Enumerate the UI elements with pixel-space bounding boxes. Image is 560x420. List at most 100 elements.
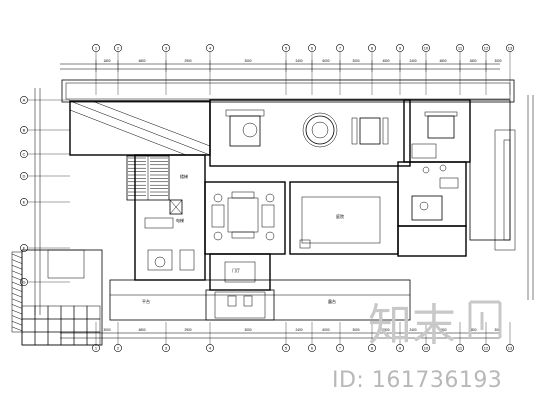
grid-bubble-bottom (206, 344, 214, 352)
grid-axes-left: A B C D E F G (20, 96, 70, 286)
watermark-logo-text: 知末 (368, 300, 456, 351)
grid-bubble-left (20, 96, 28, 104)
grid-label-bottom: 5 (285, 346, 288, 351)
grid-label-left: C (23, 152, 26, 157)
grid-label-left: A (23, 98, 26, 103)
grid-label-left: B (23, 128, 26, 133)
grid-bubble-top (482, 44, 490, 52)
grid-bubble-bottom (368, 344, 376, 352)
watermark-id: ID: 161736193 (332, 368, 503, 393)
dim-top-text: 4500 (382, 59, 389, 63)
dim-top-text: 3000 (352, 59, 359, 63)
dim-bottom-text: 1800 (469, 328, 476, 332)
grid-bubble-top (336, 44, 344, 52)
grid-label-top: 9 (399, 46, 402, 51)
stair-treads (128, 156, 168, 200)
grid-label-top: 11 (458, 46, 463, 51)
grid-label-top: 8 (371, 46, 374, 51)
dim-bottom-text: 4800 (439, 328, 446, 332)
grid-label-left: F (23, 246, 26, 251)
watermark-logo: 知末 (368, 300, 502, 351)
grid-bubble-top (422, 44, 430, 52)
dim-top-text: 3000 (244, 59, 251, 63)
dim-bottom-text: 2400 (409, 328, 416, 332)
label-north-terrace: 露台 (328, 298, 336, 304)
grid-label-bottom: 12 (484, 346, 489, 351)
grid-label-bottom: 2 (117, 346, 120, 351)
grid-bubble-top (456, 44, 464, 52)
grid-label-top: 5 (285, 46, 288, 51)
grid-bubble-bottom (456, 344, 464, 352)
grid-bubble-top (506, 44, 514, 52)
dim-bottom-text: 3000 (494, 328, 501, 332)
grid-bubble-bottom (308, 344, 316, 352)
grid-label-bottom: 10 (424, 346, 429, 351)
grid-label-top: 10 (424, 46, 429, 51)
grid-bubble-bottom (396, 344, 404, 352)
grid-bubble-bottom (336, 344, 344, 352)
grid-bubble-left (20, 172, 28, 180)
grid-label-top: 2 (117, 46, 120, 51)
dim-top-text: 4800 (138, 59, 145, 63)
grid-bubble-bottom (282, 344, 290, 352)
grid-label-left: D (23, 174, 26, 179)
furniture (144, 109, 459, 307)
grid-bubble-left (20, 126, 28, 134)
grid-label-bottom: 4 (209, 346, 212, 351)
grid-bubble-left (20, 198, 28, 206)
dim-top-text: 2900 (184, 59, 191, 63)
grid-bubble-top (92, 44, 100, 52)
label-courtyard: 庭院 (336, 213, 344, 219)
grid-label-bottom: 11 (458, 346, 463, 351)
dim-bottom-text: 4800 (138, 328, 145, 332)
grid-label-top: 3 (165, 46, 168, 51)
dim-bottom-text: 3000 (352, 328, 359, 332)
dim-top-text: 6000 (322, 59, 329, 63)
grid-bubble-top (162, 44, 170, 52)
grid-bubble-bottom (482, 344, 490, 352)
tile-grid (21, 305, 101, 346)
label-lift: 电梯 (176, 217, 184, 223)
grid-label-bottom: 6 (311, 346, 314, 351)
grid-bubble-bottom (506, 344, 514, 352)
grid-label-top: 1 (95, 46, 98, 51)
grid-label-bottom: 1 (95, 346, 98, 351)
dimension-text-top: 1800 4800 2900 3000 2400 6000 3000 4500 2400 4800… (95, 59, 502, 72)
grid-label-top: 7 (339, 46, 342, 51)
hatch-strip (11, 251, 23, 333)
dim-top-text: 2400 (295, 59, 302, 63)
label-entry: 门厅 (232, 267, 240, 273)
dim-bottom-text: 3000 (103, 328, 110, 332)
grid-bubble-bottom (422, 344, 430, 352)
grid-label-top: 12 (484, 46, 489, 51)
dim-top-text: 1800 (469, 59, 476, 63)
dim-bottom-text: 2400 (295, 328, 302, 332)
dimension-lines (34, 63, 534, 339)
dim-bottom-text: 6000 (322, 328, 329, 332)
dim-bottom-text: 4500 (382, 328, 389, 332)
grid-label-bottom: 3 (165, 346, 168, 351)
grid-bubble-top (114, 44, 122, 52)
grid-label-top: 13 (508, 46, 513, 51)
grid-bubble-left (20, 150, 28, 158)
grid-bubble-top (206, 44, 214, 52)
grid-label-bottom: 8 (371, 346, 374, 351)
dim-top-text: 4800 (439, 59, 446, 63)
grid-label-bottom: 7 (339, 346, 342, 351)
grid-bubble-top (282, 44, 290, 52)
grid-label-left: E (23, 200, 26, 205)
grid-bubble-top (308, 44, 316, 52)
grid-bubble-bottom (162, 344, 170, 352)
grid-label-bottom: 13 (508, 346, 513, 351)
dim-top-text: 3000 (494, 59, 501, 63)
dim-bottom-text: 3000 (244, 328, 251, 332)
dim-top-text: 1800 (103, 59, 110, 63)
grid-bubble-bottom (92, 344, 100, 352)
grid-label-left: G (22, 280, 25, 285)
label-stair: 楼梯 (180, 173, 188, 179)
grid-label-top: 4 (209, 46, 212, 51)
dim-top-text: 2400 (409, 59, 416, 63)
